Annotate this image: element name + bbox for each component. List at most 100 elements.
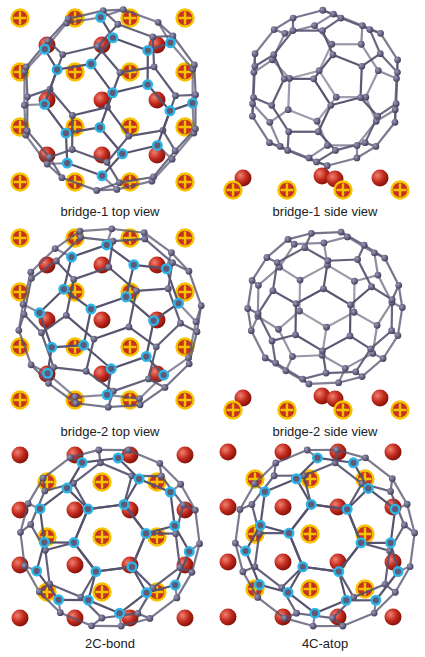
fullerene-layer xyxy=(15,6,418,629)
carbon-atom xyxy=(319,347,326,354)
carbon-atom xyxy=(146,615,153,622)
marked-surface-atom xyxy=(335,402,352,419)
carbon-atom xyxy=(362,139,369,146)
carbon-atom xyxy=(310,623,317,630)
carbon-bond xyxy=(307,449,337,451)
carbon-atom xyxy=(404,501,411,508)
carbon-atom xyxy=(263,254,270,261)
caption-label: bridge-1 side view xyxy=(220,204,425,219)
carbon-atom xyxy=(374,322,381,329)
contact-atom xyxy=(135,475,144,484)
carbon-bond xyxy=(255,30,274,54)
carbon-atom xyxy=(77,234,84,241)
carbon-atom xyxy=(296,308,303,315)
carbon-atom xyxy=(248,501,255,508)
atom-cross xyxy=(96,531,109,544)
marked-surface-atom xyxy=(67,392,84,409)
carbon-atom xyxy=(338,229,345,236)
marked-surface-atom xyxy=(392,182,409,199)
carbon-bond xyxy=(27,131,49,157)
carbon-atom xyxy=(153,343,160,350)
carbon-bond xyxy=(163,130,175,150)
carbon-atom xyxy=(275,326,282,333)
carbon-atom xyxy=(58,174,65,181)
carbon-bond xyxy=(49,383,76,403)
carbon-bond xyxy=(296,289,323,304)
carbon-bond xyxy=(377,302,392,325)
carbon-bond xyxy=(385,551,390,585)
contact-atom xyxy=(149,316,158,325)
carbon-bond xyxy=(354,312,377,325)
surface-atom xyxy=(12,610,29,627)
carbon-bond xyxy=(353,281,356,312)
carbon-bond xyxy=(300,311,327,327)
carbon-atom xyxy=(286,530,293,537)
carbon-atom xyxy=(91,336,98,343)
contact-atom xyxy=(142,352,151,361)
carbon-atom xyxy=(354,142,361,149)
carbon-bond xyxy=(129,130,163,136)
carbon-atom xyxy=(292,331,299,338)
contact-atom xyxy=(36,504,45,513)
surface-atom xyxy=(67,502,84,519)
carbon-atom xyxy=(69,146,76,153)
carbon-bond xyxy=(328,265,355,281)
carbon-bond xyxy=(265,358,286,371)
carbon-atom xyxy=(320,285,327,292)
carbon-atom xyxy=(324,257,331,264)
fullerene-cage xyxy=(232,447,418,630)
atom-cross xyxy=(179,394,192,407)
carbon-atom xyxy=(281,30,288,37)
contact-atom xyxy=(41,45,50,54)
carbon-bond xyxy=(66,279,73,315)
carbon-atom xyxy=(248,327,255,334)
carbon-bond xyxy=(293,30,323,32)
marked-surface-atom xyxy=(279,402,296,419)
fullerene-cage xyxy=(21,6,199,194)
carbon-atom xyxy=(393,100,400,107)
contact-atom xyxy=(128,563,137,572)
carbon-bond xyxy=(335,143,365,151)
carbon-atom xyxy=(249,100,256,107)
carbon-bond xyxy=(181,484,196,510)
carbon-bond xyxy=(70,450,99,458)
carbon-bond xyxy=(298,280,301,311)
carbon-atom xyxy=(93,187,100,194)
carbon-atom xyxy=(145,376,152,383)
atom-cross xyxy=(179,12,192,25)
carbon-atom xyxy=(358,41,365,48)
carbon-atom xyxy=(380,355,387,362)
carbon-bond xyxy=(119,177,153,183)
contact-atom xyxy=(166,38,175,47)
carbon-atom xyxy=(304,447,311,454)
atom-cross xyxy=(179,286,192,299)
carbon-atom xyxy=(69,112,76,119)
carbon-atom xyxy=(359,373,366,380)
carbon-bond xyxy=(380,54,397,73)
carbon-bond xyxy=(63,46,98,54)
carbon-bond xyxy=(56,237,80,261)
carbon-bond xyxy=(55,231,80,248)
carbon-bond xyxy=(72,107,107,115)
carbon-atom xyxy=(192,507,199,514)
carbon-bond xyxy=(295,335,322,351)
carbon-bond xyxy=(356,349,371,372)
carbon-atom xyxy=(94,43,101,50)
surface-atom xyxy=(372,170,389,187)
carbon-atom xyxy=(172,92,179,99)
carbon-bond xyxy=(172,133,194,159)
marked-surface-atom xyxy=(12,392,29,409)
carbon-atom xyxy=(180,502,187,509)
carbon-bond xyxy=(176,534,180,568)
contact-atom xyxy=(103,391,112,400)
carbon-atom xyxy=(21,563,28,570)
carbon-atom xyxy=(251,63,258,70)
contact-atom xyxy=(299,562,308,571)
carbon-bond xyxy=(358,259,372,286)
marked-surface-atom xyxy=(12,174,29,191)
surface-atom xyxy=(12,447,29,464)
atom-cross xyxy=(41,476,54,489)
contact-atom xyxy=(32,567,41,576)
caption-label: bridge-2 side view xyxy=(220,424,425,439)
carbon-atom xyxy=(266,119,273,126)
